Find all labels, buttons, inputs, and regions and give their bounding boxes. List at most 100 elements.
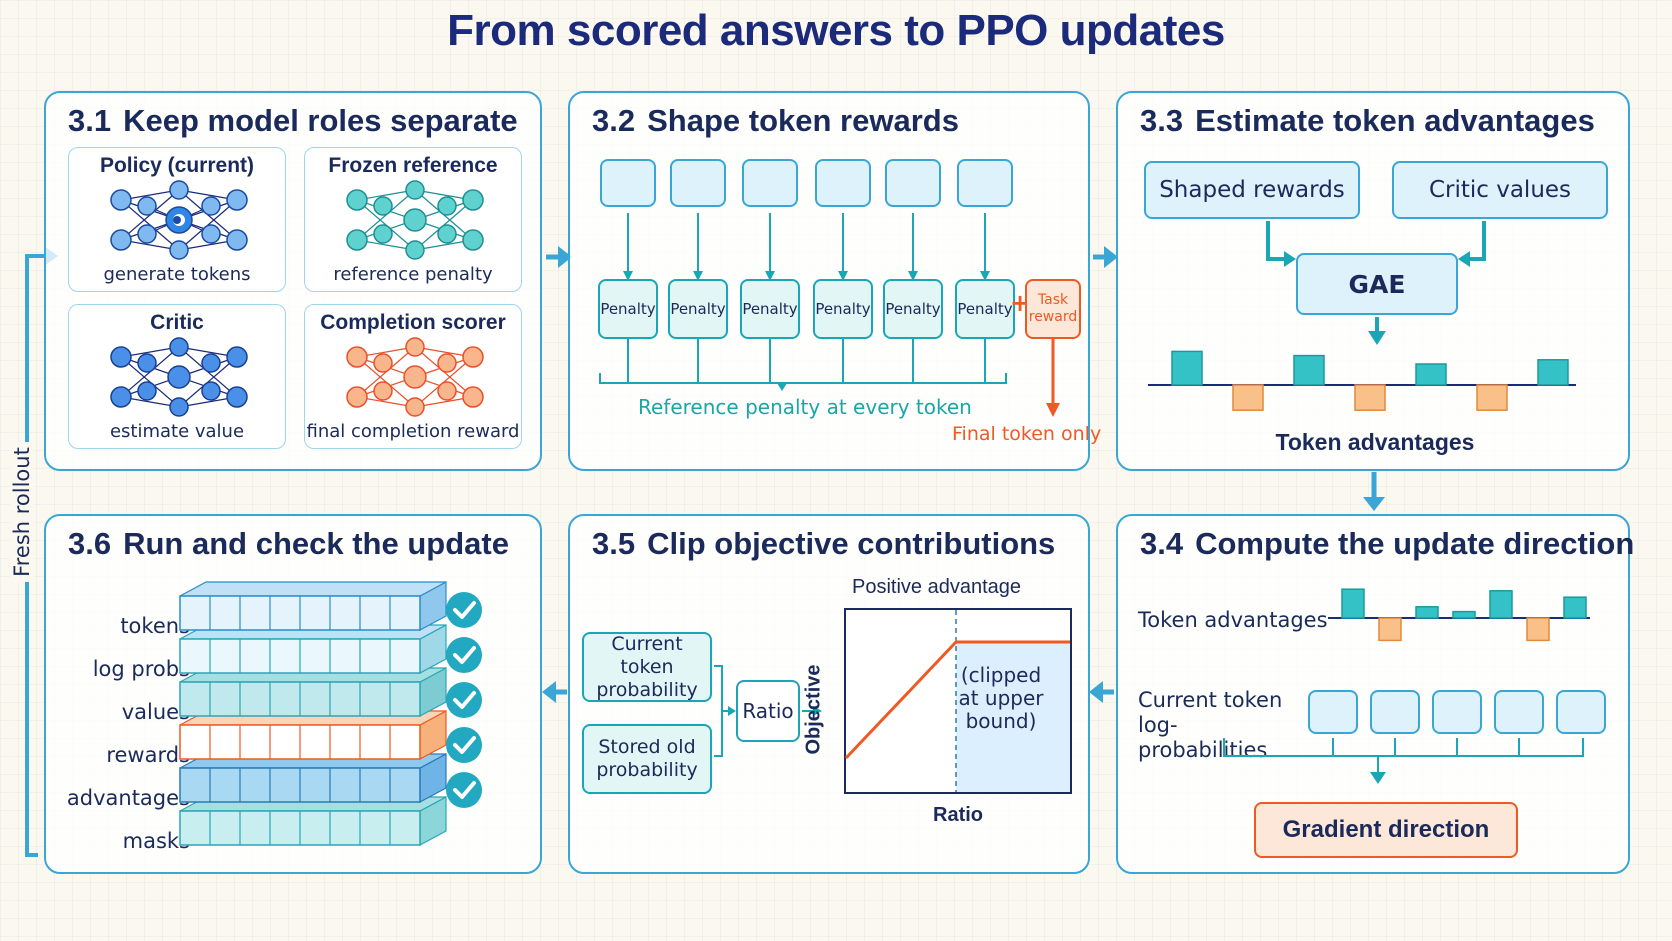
- final-token-caption: Final token only: [952, 423, 1102, 445]
- row-label-masks: masks: [122, 829, 190, 853]
- log-probabilities-label: Current token log-probabilities: [1138, 688, 1283, 762]
- positive-advantage-bar: [1171, 350, 1203, 386]
- check-circle: [446, 682, 482, 718]
- plot-title: Positive advantage: [852, 576, 1022, 598]
- row-label-values: values: [121, 700, 190, 724]
- check-mark: [453, 691, 476, 709]
- logprob-box: [1308, 690, 1358, 734]
- token-advantages-caption: Token advantages: [1275, 429, 1475, 455]
- check-circle: [446, 592, 482, 628]
- check-circle: [446, 772, 482, 808]
- check-icon: [446, 772, 482, 808]
- check-circle: [446, 637, 482, 673]
- card-completion-scorer: Completion scorer final completion rewar…: [304, 304, 522, 449]
- check-icon: [446, 592, 482, 628]
- token-box: [815, 159, 871, 207]
- penalty-box: Penalty: [668, 279, 728, 339]
- token-reward-flow: [599, 213, 1060, 417]
- token-box: [742, 159, 798, 207]
- check-mark: [453, 781, 476, 799]
- objective-axis-label: Objective: [802, 664, 825, 755]
- token-box: [670, 159, 726, 207]
- positive-advantage-bar: [1537, 359, 1569, 386]
- row-label-tokens: tokens: [120, 614, 190, 638]
- token-advantage-bars: [1328, 588, 1590, 642]
- gae-connectors: [1266, 221, 1486, 345]
- token-advantages-label: Token advantages: [1138, 608, 1328, 632]
- policy-network-icon: [110, 180, 248, 260]
- positive-advantage-bar: [1415, 363, 1447, 386]
- negative-advantage-bar: [1232, 384, 1264, 411]
- gae-box: GAE: [1296, 253, 1458, 315]
- clip-note: (clipped at upper bound): [958, 663, 1044, 733]
- row-label-advantages: advantages: [66, 786, 190, 810]
- token-box: [885, 159, 941, 207]
- check-icon: [446, 637, 482, 673]
- negative-advantage-bar: [1526, 617, 1550, 642]
- penalty-box: Penalty: [740, 279, 800, 339]
- card-critic: Critic estimate value: [68, 304, 286, 449]
- penalty-box: Penalty: [955, 279, 1015, 339]
- tensor-slab-rewards: [179, 709, 447, 761]
- penalty-box: Penalty: [598, 279, 658, 339]
- penalty-caption: Reference penalty at every token: [638, 395, 972, 419]
- ratio-box: Ratio: [736, 680, 800, 742]
- critic-network-icon: [110, 337, 248, 417]
- positive-advantage-bar: [1563, 596, 1587, 619]
- logprob-box: [1370, 690, 1420, 734]
- negative-advantage-bar: [1476, 384, 1508, 411]
- critic-values-box: Critic values: [1392, 161, 1608, 219]
- logprob-box: [1556, 690, 1606, 734]
- card-frozen-reference: Frozen reference reference penalty: [304, 147, 522, 292]
- card-policy: Policy (current) generate tokens: [68, 147, 286, 292]
- task-reward-box: Task reward: [1025, 279, 1081, 339]
- gradient-connectors: [1223, 738, 1584, 784]
- check-mark: [453, 601, 476, 619]
- positive-advantage-bar: [1452, 610, 1476, 619]
- current-probability-box: Current token probability: [582, 632, 712, 702]
- logprob-box: [1494, 690, 1544, 734]
- check-circle: [446, 727, 482, 763]
- tensor-slab-log-probs: [179, 623, 447, 675]
- positive-advantage-bar: [1415, 606, 1439, 619]
- tensor-slab-values: [179, 666, 447, 718]
- tensor-slab-advantages: [179, 752, 447, 804]
- tensor-slab-tokens: [179, 580, 447, 632]
- positive-advantage-bar: [1489, 590, 1513, 619]
- reference-network-icon: [346, 180, 484, 260]
- ratio-connectors: [714, 665, 822, 757]
- token-box: [957, 159, 1013, 207]
- row-label-log-probs: log probs: [92, 657, 190, 681]
- tensor-slab-masks: [179, 795, 447, 847]
- check-mark: [453, 646, 476, 664]
- ratio-axis-label: Ratio: [933, 804, 983, 826]
- check-icon: [446, 682, 482, 718]
- token-box: [600, 159, 656, 207]
- negative-advantage-bar: [1354, 384, 1386, 411]
- check-icon: [446, 727, 482, 763]
- positive-advantage-bar: [1293, 354, 1325, 386]
- positive-advantage-bar: [1341, 588, 1365, 619]
- slab-top: [179, 581, 447, 597]
- page-title: From scored answers to PPO updates: [447, 6, 1225, 55]
- penalty-box: Penalty: [883, 279, 943, 339]
- shaped-rewards-box: Shaped rewards: [1144, 161, 1360, 219]
- batch-tensor-stack: [179, 580, 482, 847]
- scorer-network-icon: [346, 337, 484, 417]
- negative-advantage-bar: [1378, 617, 1402, 642]
- logprob-box: [1432, 690, 1482, 734]
- clip-objective-plot: [844, 608, 1072, 794]
